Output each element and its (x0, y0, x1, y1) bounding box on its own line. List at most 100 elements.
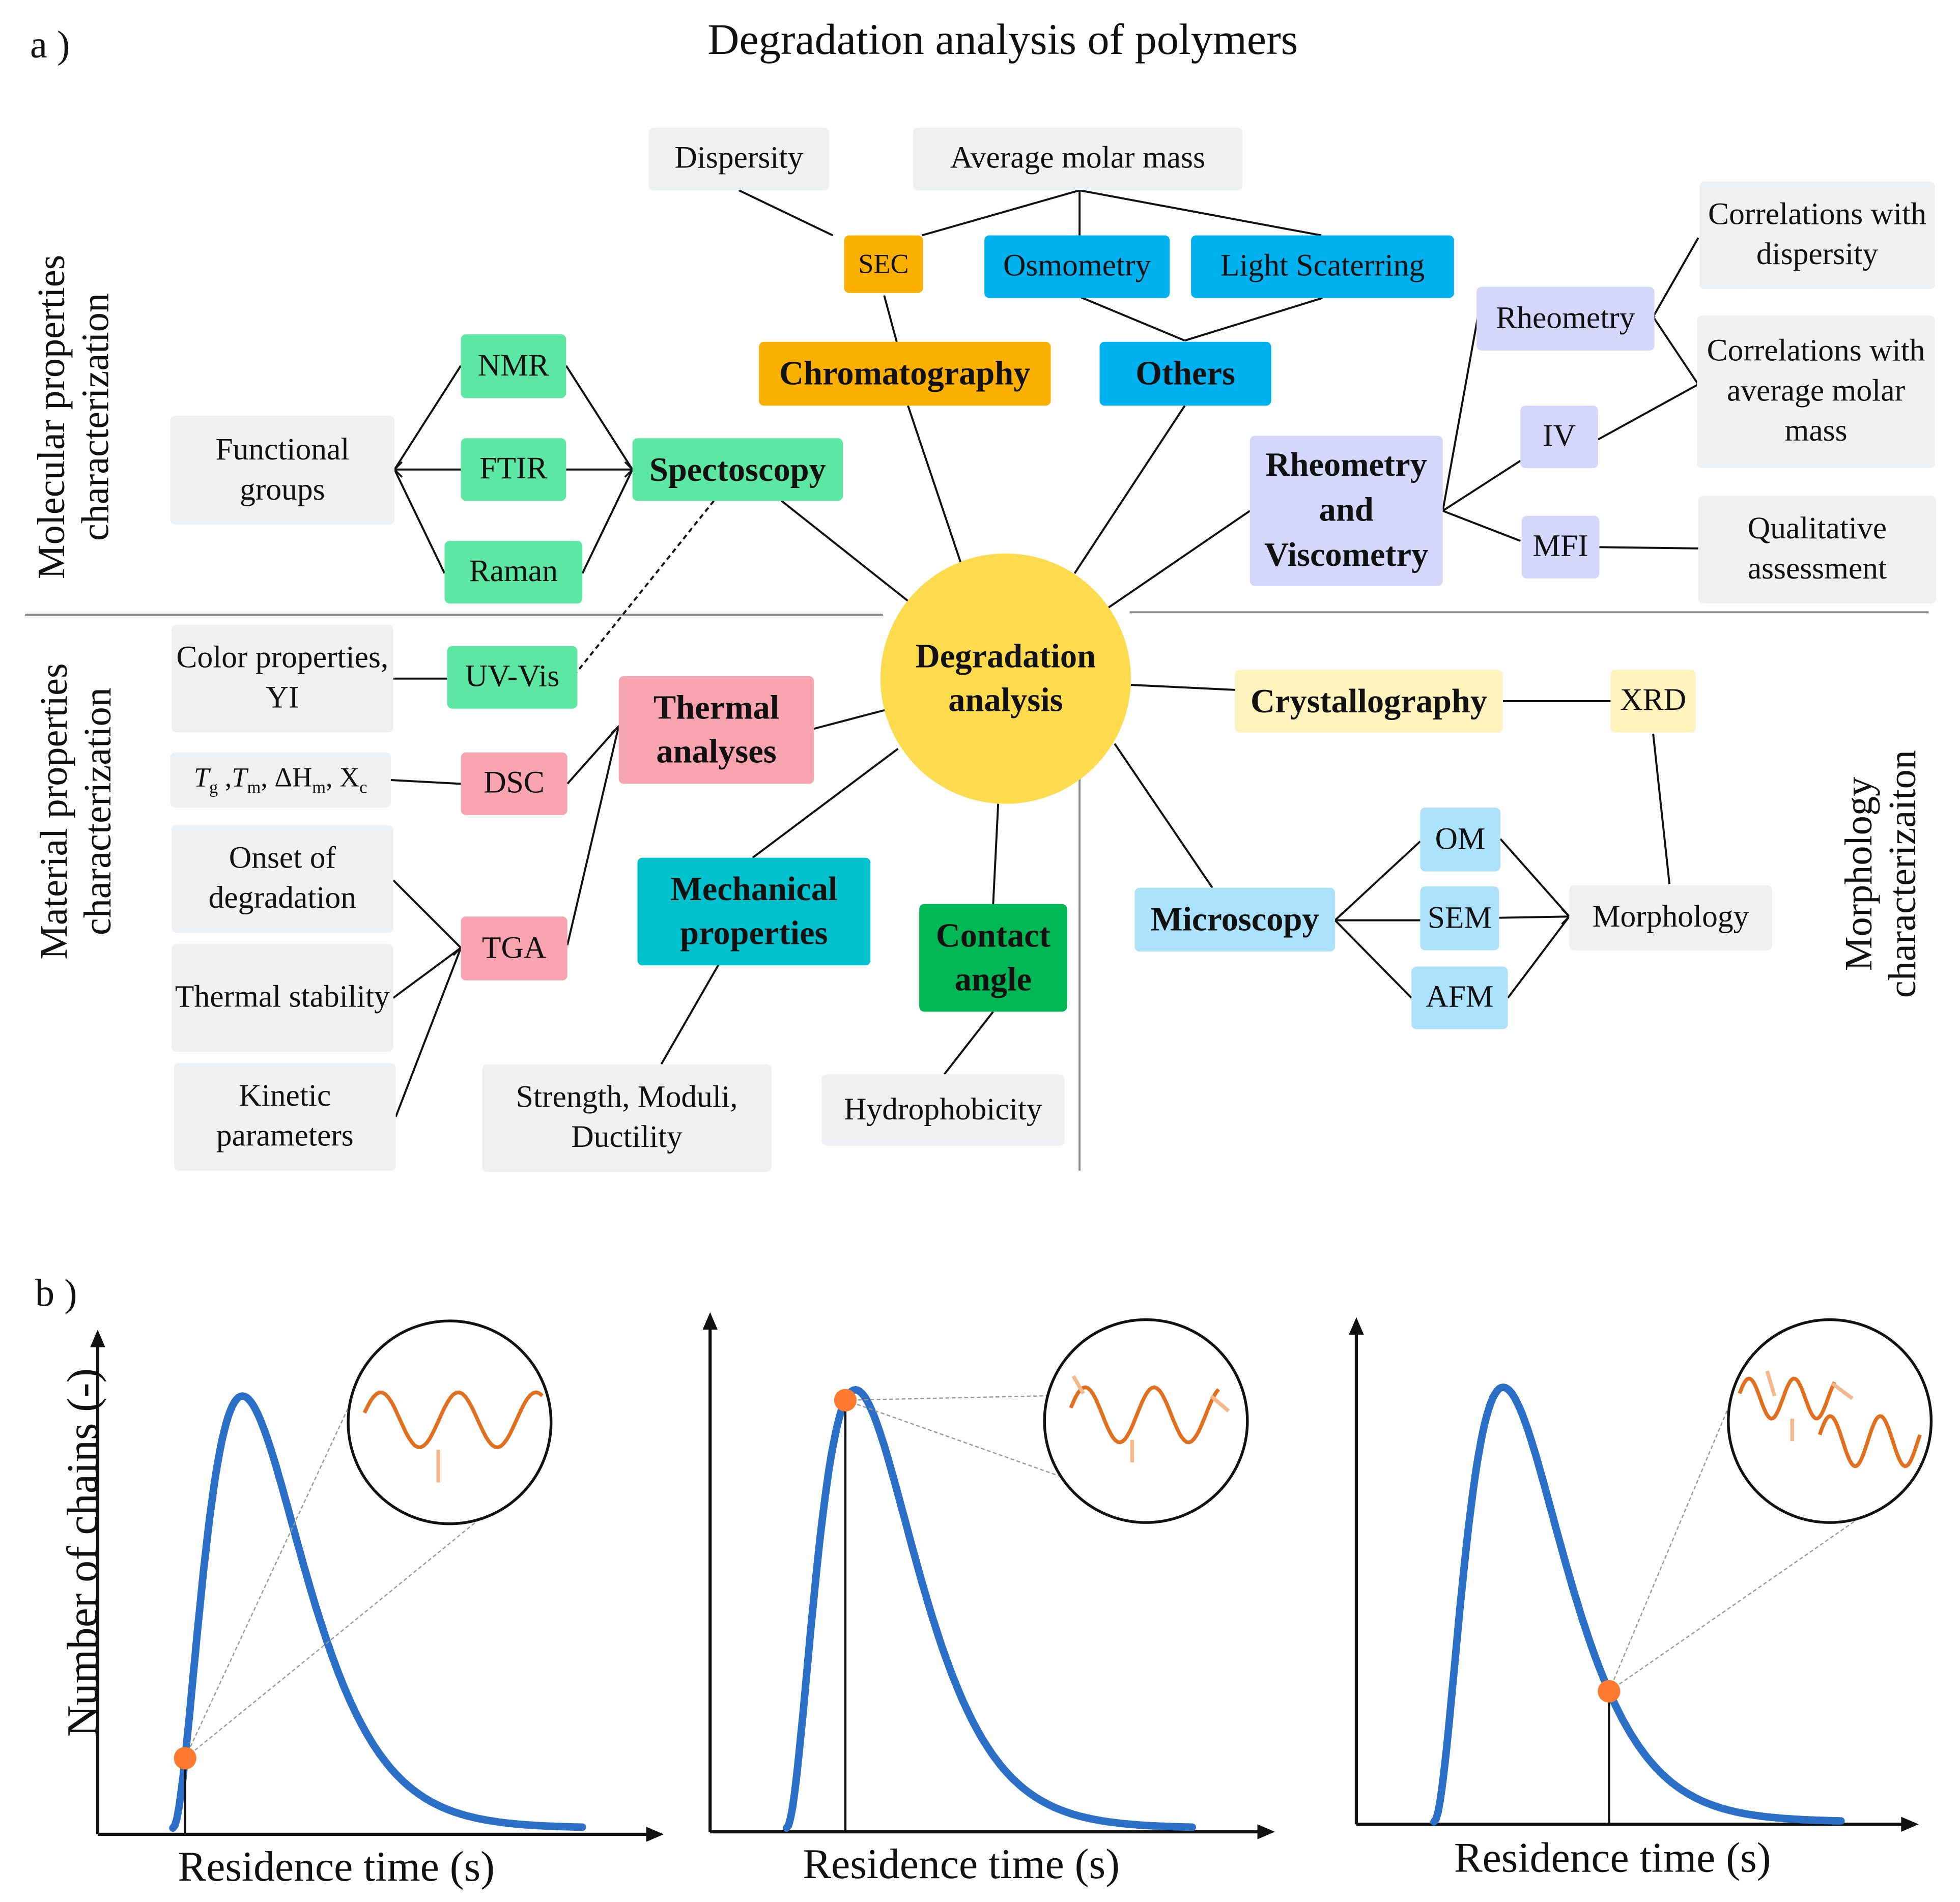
line-rheo-rheometry (1441, 316, 1479, 511)
node-ftir: FTIR (461, 438, 566, 501)
node-onset-of-degradation: Onset of degradation (172, 825, 393, 933)
panel-a-label: a ) (30, 22, 70, 67)
line-molar-sec (921, 189, 1080, 237)
node-thermal-stability: Thermal stability (172, 944, 393, 1052)
line-molar-ls (1079, 189, 1322, 237)
line-micro-afm (1334, 919, 1412, 999)
node-rheometry-viscometry: Rheometry and Viscometry (1249, 436, 1443, 586)
line-dsc-thermal (566, 725, 620, 785)
line-onset-tga (392, 879, 462, 949)
node-functional-groups: Functional groups (170, 415, 395, 525)
node-contact-angle: Contact angle (919, 904, 1067, 1012)
line-ls-others (1184, 297, 1323, 342)
node-osmometry: Osmometry (984, 235, 1170, 298)
section-morphology: Morphology characterizaiton (1836, 750, 1924, 998)
line-xrd-morph (1652, 733, 1671, 884)
node-crystallography: Crystallography (1235, 670, 1503, 733)
line-rheo-iv (1442, 459, 1521, 512)
line-rheo-mfi (1442, 510, 1521, 542)
node-mechanical-properties: Mechanical properties (637, 857, 871, 966)
plot-1-zoom-line-a (184, 1397, 354, 1759)
plot-1-zoom-circle (347, 1319, 553, 1525)
line-rheometry-cordisp (1652, 237, 1699, 318)
node-qualitative-assessment: Qualitative assessment (1698, 496, 1937, 604)
plot-3-x-arrow (1901, 1817, 1919, 1832)
plot-3-zoom-circle (1727, 1318, 1933, 1524)
node-sem: SEM (1420, 886, 1499, 950)
node-uv-vis: UV-Vis (447, 646, 578, 709)
line-others-centre (1073, 405, 1186, 574)
plot-2-chain-branch-c (1210, 1394, 1230, 1413)
line-centre-micro (1114, 743, 1213, 888)
plot-3-polymer-chain-b (1817, 1414, 1922, 1468)
plot-2-marker-dot (834, 1389, 857, 1411)
plot-2-distribution-curve (782, 1386, 1196, 1832)
plot-3-zoom-line-a (1608, 1395, 1734, 1692)
node-xrd: XRD (1610, 670, 1696, 733)
node-sec: SEC (844, 235, 923, 293)
section-material: Material properties characterization (32, 663, 119, 960)
node-spectroscopy: Spectoscopy (632, 438, 843, 501)
section-molecular: Molecular properties characterization (29, 254, 117, 580)
plot-3-chain-branch-c (1831, 1382, 1854, 1400)
line-contact-centre (992, 803, 1000, 904)
plot-2-y-arrow (702, 1312, 718, 1330)
line-iv-cormol (1597, 383, 1699, 441)
centre-degradation-analysis: Degradation analysis (880, 553, 1131, 804)
plot-2-chain-branch-b (1071, 1375, 1085, 1395)
node-others: Others (1099, 341, 1271, 406)
plot-2-polymer-chain (1069, 1385, 1220, 1445)
plot-3-polymer-chain-a (1738, 1376, 1837, 1421)
plot-1-xlabel: Residence time (s) (178, 1844, 495, 1891)
line-sem-morph (1499, 915, 1570, 919)
line-nmr-spec (565, 365, 634, 470)
node-iv: IV (1520, 406, 1598, 469)
plot-3-chain-branch-a (1765, 1370, 1777, 1397)
panel-a-title: Degradation analysis of polymers (707, 15, 1298, 64)
node-correlations-dispersity: Correlations with dispersity (1699, 181, 1935, 290)
param-xc: X (339, 761, 360, 793)
node-correlations-molar-mass: Correlations with average molar mass (1697, 315, 1935, 469)
line-rheometry-cormol (1652, 316, 1699, 385)
node-morphology: Morphology (1569, 885, 1772, 950)
param-tg: T (193, 761, 210, 793)
node-mfi: MFI (1521, 515, 1600, 579)
plot-1-polymer-chain (362, 1390, 544, 1450)
line-spec-uvvis (573, 500, 715, 677)
plot-3-y-arrow (1349, 1317, 1364, 1335)
node-dsc-parameters: Tg ,Tm, ΔHm, Xc (170, 752, 391, 808)
line-kinetic-tga (394, 947, 462, 1117)
line-afm-morph (1507, 916, 1570, 999)
panel-b-ylabel: Number of chains (-) (58, 1368, 107, 1737)
plot-3-zoom-line-b (1608, 1517, 1861, 1692)
line-dispersity-sec (738, 189, 834, 237)
connector-lines (25, 189, 1929, 1171)
node-afm: AFM (1411, 966, 1508, 1029)
line-osmo-others (1079, 296, 1185, 342)
param-tm: T (232, 761, 247, 793)
panel-b-plots (90, 1312, 1933, 1842)
node-rheometry: Rheometry (1476, 286, 1655, 351)
node-raman: Raman (444, 541, 583, 604)
line-raman-spec (581, 469, 634, 574)
node-kinetic-parameters: Kinetic parameters (174, 1063, 396, 1171)
node-light-scattering: Light Scaterring (1191, 235, 1454, 298)
node-nmr: NMR (461, 334, 566, 398)
plot-2-zoom-line-b (845, 1399, 1177, 1518)
line-fg-raman (393, 469, 446, 574)
line-centre-crystal (1130, 684, 1235, 691)
plot-3-distribution-curve (1430, 1383, 1845, 1826)
line-rheo-centre (1106, 510, 1251, 610)
line-mfi-qualitative (1599, 546, 1698, 550)
param-dh: ΔH (274, 761, 313, 793)
line-om-morph (1499, 838, 1570, 917)
node-om: OM (1420, 808, 1500, 872)
line-micro-om (1334, 841, 1421, 921)
node-microscopy: Microscopy (1134, 887, 1336, 952)
plot-1-zoom-line-b (184, 1518, 480, 1759)
plot-3-xlabel: Residence time (s) (1454, 1835, 1771, 1882)
panel-b-label: b ) (35, 1271, 77, 1315)
plot-3-marker-dot (1598, 1680, 1621, 1703)
line-dsc-params (390, 779, 461, 785)
